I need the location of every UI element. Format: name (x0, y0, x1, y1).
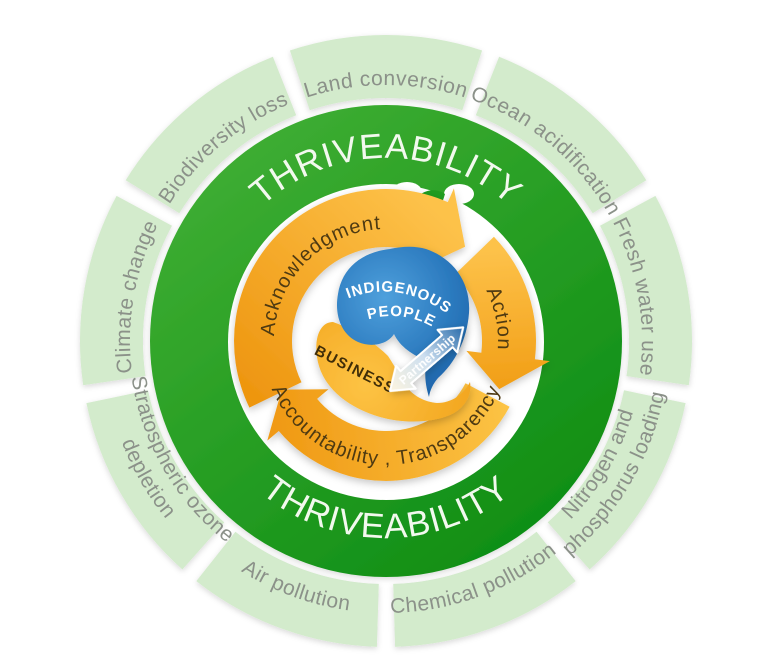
ring-segment-climate-change (79, 195, 172, 386)
ring-segment-chemical-pollution (393, 531, 576, 647)
ring-segment-stratospheric-ozone-depletion (86, 390, 225, 570)
cycle-arrow-action (455, 236, 550, 390)
ring-segment-biodiversity-loss (125, 56, 297, 214)
ring-segment-land-conversion (289, 35, 483, 111)
partnership-arrow-shape (389, 326, 465, 392)
ring-segment-air-pollution (196, 531, 379, 647)
cycle-arrow-acknowledgment (234, 188, 466, 408)
ring-segment-fresh-water-use (600, 195, 693, 386)
planetary-boundaries-ring (79, 35, 693, 647)
ring-segment-nitrogen-and-phosphorus-loading (547, 390, 686, 570)
business-shape (316, 322, 471, 422)
ring-segment-ocean-acidification (475, 56, 647, 214)
